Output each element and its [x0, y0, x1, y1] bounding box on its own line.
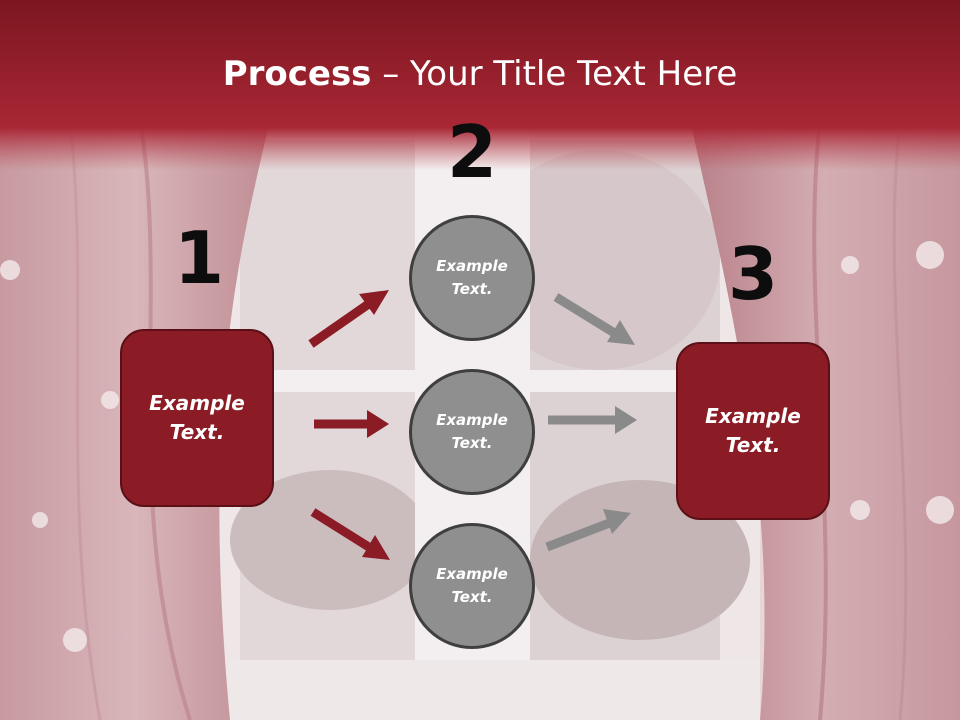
arrow-to-circle-bottom: [310, 508, 390, 560]
step-1-box: Example Text.: [120, 329, 274, 507]
arrow-from-circle-bottom: [545, 509, 631, 552]
step-2-circle-middle: Example Text.: [409, 369, 535, 495]
step-number-3: 3: [727, 232, 779, 316]
arrow-to-circle-middle: [314, 410, 389, 438]
arrow-from-circle-middle: [548, 406, 637, 434]
title-rest: – Your Title Text Here: [371, 54, 738, 94]
step-3-box: Example Text.: [676, 342, 830, 520]
arrow-to-circle-top: [308, 290, 389, 348]
step-2-circle-bottom: Example Text.: [409, 523, 535, 649]
step-number-1: 1: [173, 216, 225, 300]
step-2-circle-top: Example Text.: [409, 215, 535, 341]
title-bold: Process: [222, 54, 372, 94]
arrow-from-circle-top: [553, 293, 635, 345]
slide-title: Process – Your Title Text Here: [0, 52, 960, 96]
step-number-2: 2: [446, 110, 498, 194]
